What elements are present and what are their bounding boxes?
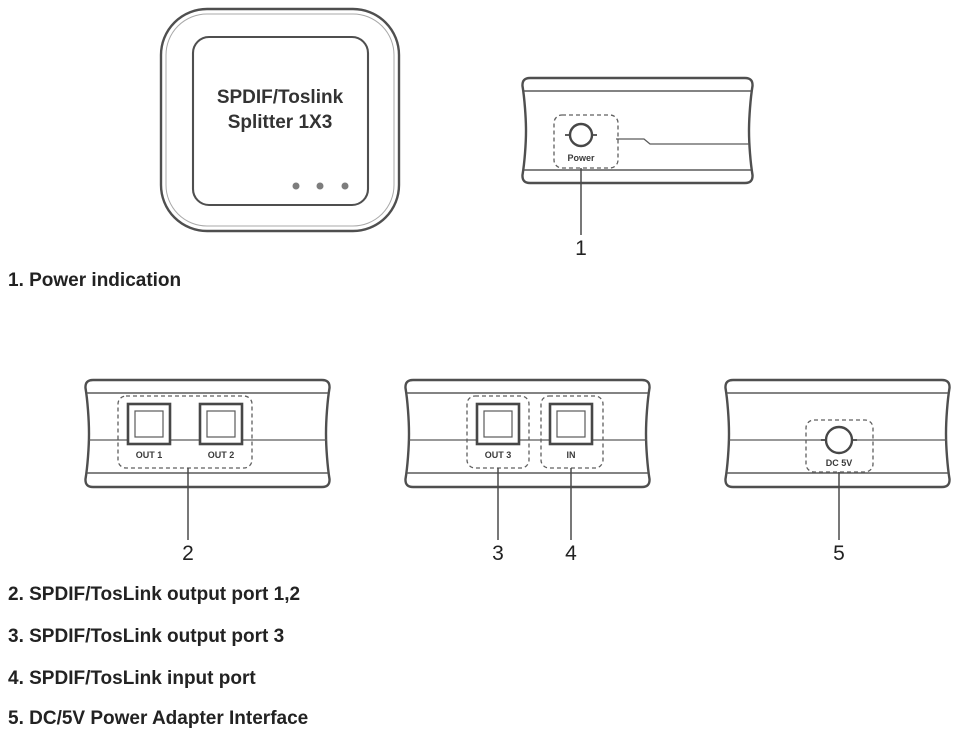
output12-highlight-box bbox=[117, 395, 253, 469]
callout-number-2: 2 bbox=[182, 542, 194, 565]
case-seam-line bbox=[616, 138, 749, 145]
device-top-face bbox=[191, 35, 370, 207]
callout-number-1: 1 bbox=[575, 237, 587, 260]
enclosure-outline bbox=[521, 76, 754, 185]
output12-panel-view: OUT 1 OUT 2 2 bbox=[82, 378, 332, 568]
legend-item-3: 3. SPDIF/TosLink output port 3 bbox=[8, 626, 285, 647]
toslink-port-out2-window-icon bbox=[206, 410, 236, 438]
device-bezel-line bbox=[165, 13, 395, 227]
output3-input-panel-drawing: OUT 3 IN 3 4 bbox=[404, 378, 651, 565]
callout-number-4: 4 bbox=[565, 542, 577, 565]
power-highlight-box bbox=[553, 114, 619, 169]
callout-number-5: 5 bbox=[833, 542, 845, 565]
led-dot-3-icon bbox=[341, 182, 349, 190]
led-dot-2-icon bbox=[316, 182, 324, 190]
power-side-view-drawing: Power 1 bbox=[521, 76, 754, 260]
output12-panel-drawing: OUT 1 OUT 2 2 bbox=[84, 378, 331, 565]
port-in-label: IN bbox=[567, 450, 576, 460]
port-out3-label: OUT 3 bbox=[485, 450, 512, 460]
device-top-view-drawing: SPDIF/Toslink Splitter 1X3 bbox=[159, 7, 401, 233]
dc-power-panel-view: DC 5V 5 bbox=[722, 378, 957, 568]
legend-item-5: 5. DC/5V Power Adapter Interface bbox=[8, 708, 309, 729]
enclosure-outline bbox=[404, 378, 651, 489]
power-led-label: Power bbox=[567, 153, 595, 163]
dc-power-jack-icon bbox=[824, 425, 854, 455]
callout-number-3: 3 bbox=[492, 542, 504, 565]
legend-item-4: 4. SPDIF/TosLink input port bbox=[8, 668, 256, 689]
output3-input-panel-view: OUT 3 IN 3 4 bbox=[402, 378, 652, 568]
power-led-icon bbox=[568, 122, 594, 148]
device-title-line1: SPDIF/Toslink bbox=[217, 87, 344, 108]
toslink-port-out3-window-icon bbox=[483, 410, 513, 438]
power-side-view: Power 1 bbox=[518, 75, 758, 265]
toslink-port-in-window-icon bbox=[556, 410, 586, 438]
dc-power-panel-drawing: DC 5V 5 bbox=[724, 378, 951, 565]
port-out1-label: OUT 1 bbox=[136, 450, 163, 460]
device-top-view: SPDIF/Toslink Splitter 1X3 bbox=[155, 5, 405, 240]
input-highlight-box bbox=[540, 395, 604, 469]
led-dot-1-icon bbox=[292, 182, 300, 190]
legend-item-2: 2. SPDIF/TosLink output port 1,2 bbox=[8, 584, 301, 605]
toslink-port-out1-window-icon bbox=[134, 410, 164, 438]
device-title-line2: Splitter 1X3 bbox=[228, 112, 333, 133]
dc-port-label: DC 5V bbox=[826, 458, 853, 468]
port-out2-label: OUT 2 bbox=[208, 450, 235, 460]
legend-item-1: 1. Power indication bbox=[8, 270, 182, 291]
